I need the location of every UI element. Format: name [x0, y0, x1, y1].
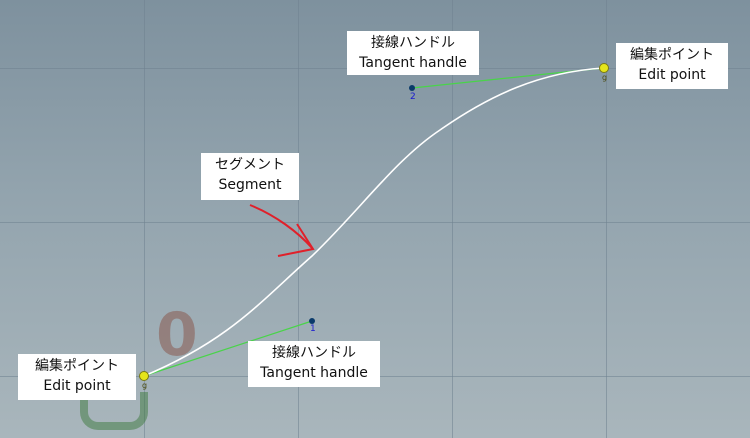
- segment-pointer-arrow: [249, 204, 313, 249]
- callout-line-en: Edit point: [638, 67, 706, 83]
- callout-edit-point-bottom: 編集ポイント Edit point: [18, 354, 136, 400]
- callout-tangent-handle-top: 接線ハンドル Tangent handle: [347, 31, 479, 75]
- callout-edit-point-top: 編集ポイント Edit point: [616, 43, 728, 89]
- callout-line-en: Tangent handle: [260, 365, 368, 381]
- axis-origin-label: 0: [156, 300, 198, 370]
- edit-point-end[interactable]: [599, 63, 609, 73]
- callout-line-jp: セグメント: [215, 157, 285, 173]
- callout-line-jp: 接線ハンドル: [371, 35, 455, 51]
- tangent-line-start: [143, 320, 313, 377]
- grid-line: [452, 0, 453, 438]
- callout-line-en: Edit point: [43, 378, 111, 394]
- tangent-handle-point-1[interactable]: [309, 318, 315, 324]
- tangent-handle-point-2[interactable]: [409, 85, 415, 91]
- callout-segment: セグメント Segment: [201, 153, 299, 200]
- callout-line-jp: 編集ポイント: [35, 358, 119, 374]
- edit-point-start[interactable]: [139, 371, 149, 381]
- edit-point-end-marker: g: [602, 73, 607, 82]
- callout-tangent-handle-bottom: 接線ハンドル Tangent handle: [248, 341, 380, 387]
- tangent-handle-label-1: 1: [310, 324, 316, 334]
- tangent-handle-label-2: 2: [410, 92, 416, 102]
- grid-line: [606, 0, 607, 438]
- callout-line-jp: 接線ハンドル: [272, 345, 356, 361]
- grid-line: [298, 0, 299, 438]
- axis-bottom-label: [80, 392, 148, 430]
- segment-pointer-arrowhead: [277, 223, 315, 257]
- callout-line-en: Tangent handle: [359, 55, 467, 71]
- grid-line: [0, 222, 750, 223]
- grid-line: [144, 0, 145, 438]
- callout-line-jp: 編集ポイント: [630, 47, 714, 63]
- callout-line-en: Segment: [218, 177, 282, 193]
- edit-point-start-marker: g: [142, 381, 147, 390]
- curve-segment[interactable]: [143, 67, 605, 377]
